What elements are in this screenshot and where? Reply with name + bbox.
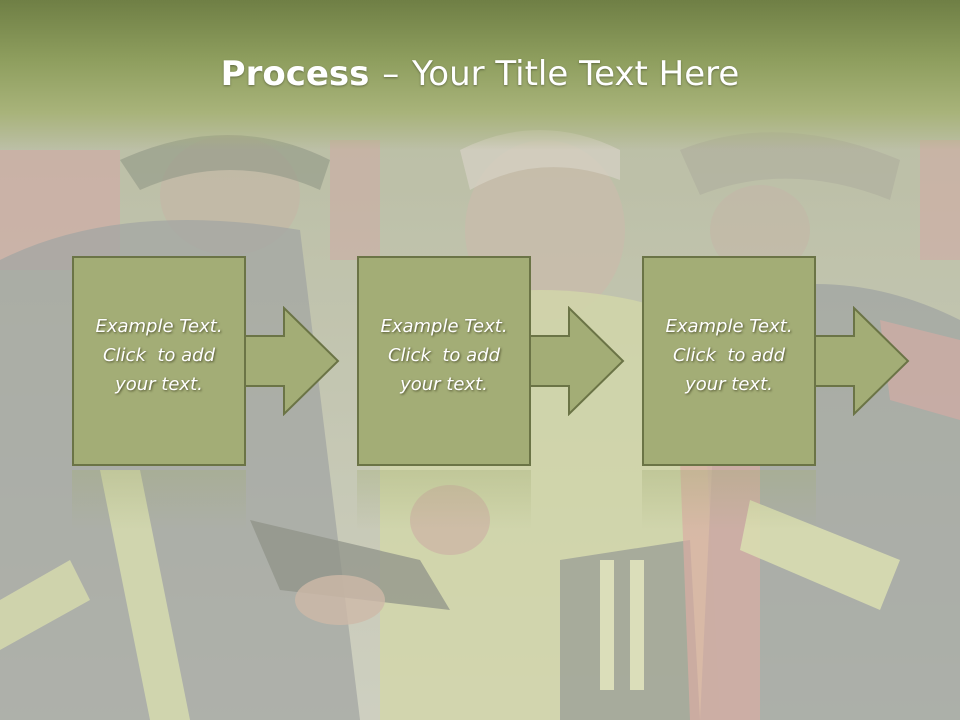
title-rest: Your Title Text Here xyxy=(412,54,740,94)
step-2-reflection xyxy=(357,470,531,530)
step-2-line-3: your text. xyxy=(400,374,488,395)
step-1-line-3: your text. xyxy=(115,374,203,395)
step-box-1[interactable]: Example Text. Click to add your text. xyxy=(72,256,246,466)
step-3-line-2: Click to add xyxy=(672,345,785,366)
arrow-right-icon xyxy=(529,306,625,416)
step-1-line-2: Click to add xyxy=(102,345,215,366)
arrow-right-icon xyxy=(244,306,340,416)
title-bold: Process xyxy=(220,54,370,94)
step-box-3[interactable]: Example Text. Click to add your text. xyxy=(642,256,816,466)
step-3-line-1: Example Text. xyxy=(665,316,793,337)
step-3-reflection xyxy=(642,470,816,530)
step-1-reflection xyxy=(72,470,246,530)
step-3-line-3: your text. xyxy=(685,374,773,395)
step-2-text: Example Text. Click to add your text. xyxy=(359,312,529,399)
step-3-text: Example Text. Click to add your text. xyxy=(644,312,814,399)
arrow-right-icon xyxy=(814,306,910,416)
step-box-2[interactable]: Example Text. Click to add your text. xyxy=(357,256,531,466)
step-2-line-2: Click to add xyxy=(387,345,500,366)
step-1-line-1: Example Text. xyxy=(95,316,223,337)
title-dash: – xyxy=(382,54,400,94)
slide-title[interactable]: Process – Your Title Text Here xyxy=(0,52,960,96)
step-1-text: Example Text. Click to add your text. xyxy=(74,312,244,399)
step-2-line-1: Example Text. xyxy=(380,316,508,337)
title-band xyxy=(0,0,960,150)
